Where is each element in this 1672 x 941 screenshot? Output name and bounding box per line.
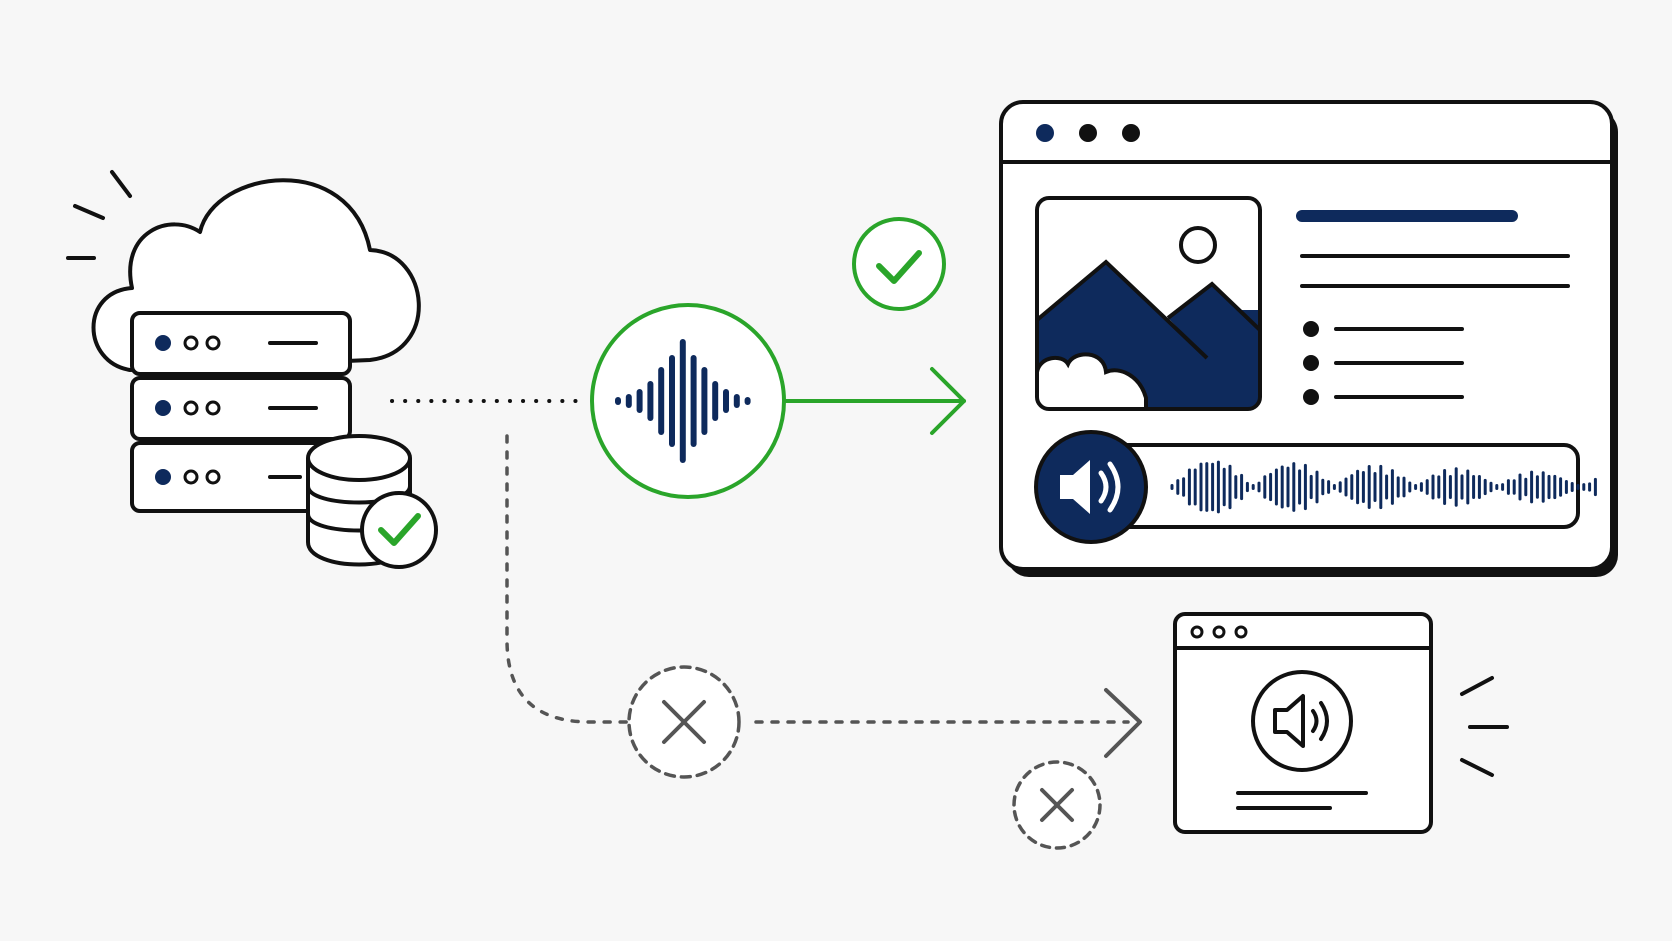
bullet-list [1303,321,1464,405]
burst-lines-left [66,170,132,260]
primary-flow [390,217,966,499]
audio-waveform-icon [590,303,786,499]
audio-waveform [1170,460,1597,514]
cloud-server-group [66,170,438,569]
x-circle-icon [1012,760,1102,850]
fallback-flow [505,434,1142,850]
browser-window-with-audio-player-icon [999,100,1618,577]
waveform-bars [615,339,751,463]
x-circle-icon [627,665,741,779]
speaker-icon[interactable] [1034,430,1148,544]
dashed-connector [505,434,632,724]
window-controls [1036,124,1140,142]
burst-lines-right [1460,676,1509,777]
speaker-icon[interactable] [1251,670,1353,772]
fallback-arrowhead [1104,688,1142,758]
server-stack-icon [130,311,352,513]
server-unit [130,441,352,513]
server-unit [130,376,352,441]
small-browser-window-speaker-icon [1173,612,1509,834]
check-circle-icon [852,217,946,311]
text-content-lines [1296,210,1570,288]
server-unit [130,311,352,376]
window-controls [1190,625,1248,639]
text-content-lines [1236,791,1368,810]
image-placeholder-icon [1035,196,1262,411]
check-circle-icon [360,491,438,569]
success-arrow [782,367,966,435]
audio-player[interactable] [1034,430,1597,544]
